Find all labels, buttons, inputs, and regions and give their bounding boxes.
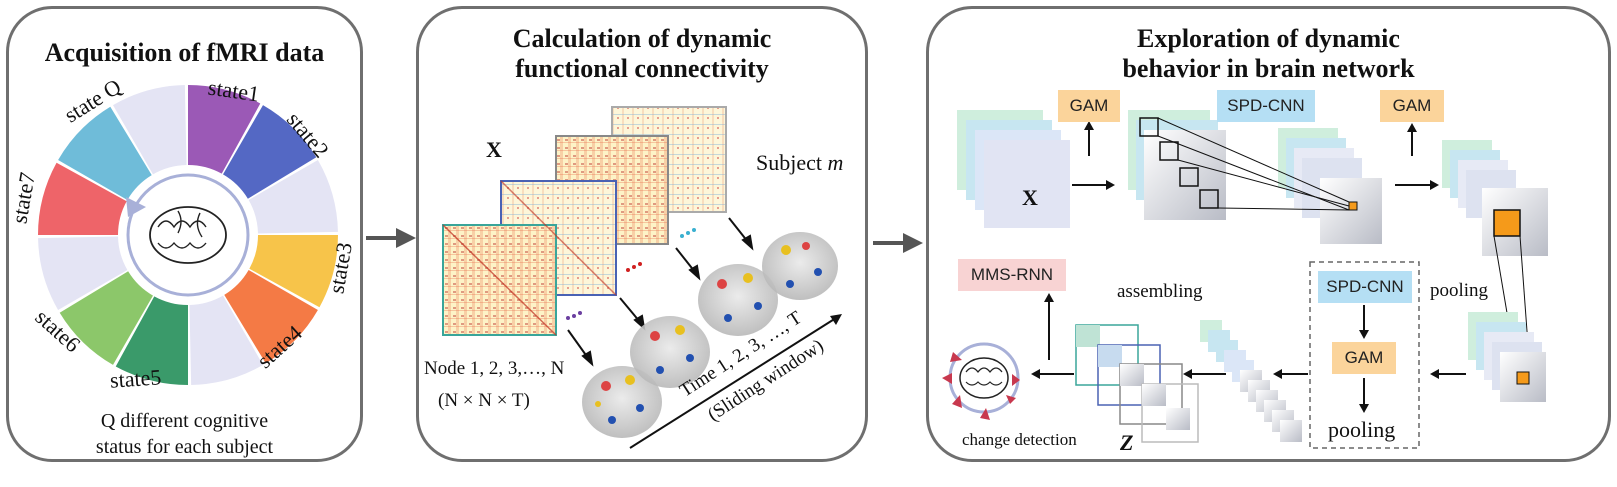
arrow-block-to-seq-head xyxy=(1273,369,1282,379)
kernel-2 xyxy=(1159,141,1179,161)
dot-purple-3 xyxy=(578,311,582,315)
kernel-3 xyxy=(1179,167,1199,187)
spdcnn-box-1: SPD-CNN xyxy=(1217,90,1315,122)
conv2-layer-5 xyxy=(1320,178,1382,244)
panel-exploration-title-2: behavior in brain network xyxy=(1122,54,1415,83)
dot-purple-1 xyxy=(566,316,570,320)
wheel-segment-state6-9 xyxy=(59,271,153,365)
wheel-segment-state4-6 xyxy=(224,270,318,364)
arrow-input-to-conv-head xyxy=(1106,180,1115,190)
wheel-segment-gap-10 xyxy=(38,236,128,310)
pooling-label-block: pooling xyxy=(1328,417,1396,442)
wheel-segment-state3-5 xyxy=(249,235,338,308)
pooling-label-right: pooling xyxy=(1430,280,1489,301)
gam-box-3: GAM xyxy=(1332,342,1396,374)
feature-sequence xyxy=(1200,320,1302,442)
panel-acquisition-title: Acquisition of fMRI data xyxy=(44,38,325,67)
arrow-stack-to-block-head xyxy=(1430,369,1439,379)
time-axis-head xyxy=(830,314,842,325)
wheel-segment-state2-3 xyxy=(223,105,317,199)
dot-red-2 xyxy=(632,265,636,269)
assembling-label: assembling xyxy=(1117,281,1203,302)
input-layer-4 xyxy=(984,140,1070,228)
repeat-block xyxy=(1309,261,1420,449)
caption-line2: status for each subject xyxy=(95,436,274,458)
wheel-segment-state7-11 xyxy=(38,162,127,235)
arrow-up-right-gam-head xyxy=(1407,123,1417,132)
panel-dynamic-fc-title-1: Calculation of dynamic xyxy=(512,24,772,53)
matrix-1-diagonal xyxy=(442,224,557,336)
output-pixel xyxy=(1348,201,1358,211)
kernel-4 xyxy=(1199,189,1219,209)
wheel-segment-state-q-0 xyxy=(58,106,152,200)
arrow-conv-to-pool-head xyxy=(1430,180,1439,190)
wheel-segment-state5-8 xyxy=(115,296,188,385)
cycle-arrow-icon xyxy=(126,197,146,217)
change-detection-label: change detection xyxy=(962,430,1077,449)
projection-lines xyxy=(1157,117,1350,211)
mmsrnn-box: MMS-RNN xyxy=(958,259,1066,291)
caption-line1: Q different cognitive xyxy=(100,410,269,432)
gam-box-2: GAM xyxy=(1380,90,1444,122)
pool-window xyxy=(1493,209,1521,237)
arrow-z-to-detection-head xyxy=(1031,369,1040,379)
wheel-segment-state1-2 xyxy=(188,85,261,174)
z-label: Z xyxy=(1120,430,1134,455)
wheel-segment-gap-7 xyxy=(189,295,263,385)
dot-cyan-2 xyxy=(686,231,690,235)
brain-network-1 xyxy=(582,366,662,438)
spdcnn-box-2: SPD-CNN xyxy=(1318,271,1412,303)
arrow-1-head xyxy=(396,228,416,248)
cycle-ring xyxy=(126,173,250,297)
subject-label: Subject m xyxy=(756,150,844,175)
dot-cyan-3 xyxy=(692,228,696,232)
wheel-segment-gap-1 xyxy=(113,85,187,175)
arrow-spd-to-gam-head xyxy=(1359,330,1369,339)
dot-red-3 xyxy=(638,262,642,266)
arrow-input-to-gam-head xyxy=(1084,121,1094,130)
brain-network-2 xyxy=(630,316,710,388)
brain-icon xyxy=(149,206,227,264)
dot-purple-2 xyxy=(572,314,576,318)
dot-red-1 xyxy=(626,268,630,272)
arrow-seq-to-z-head xyxy=(1183,369,1192,379)
brain-network-3 xyxy=(698,264,778,336)
matrix-brain-arrows xyxy=(567,217,754,367)
arrow-gam-to-pool-head xyxy=(1359,404,1369,413)
conv1-layer-3 xyxy=(1144,130,1226,220)
wheel-segment-gap-4 xyxy=(248,160,338,234)
arrow-detection-to-rnn-head xyxy=(1044,293,1054,302)
gam-box-1: GAM xyxy=(1058,90,1120,122)
panel-dynamic-fc-title-2: functional connectivity xyxy=(515,54,769,83)
x-label-input: X xyxy=(1022,185,1038,210)
change-detection-brain xyxy=(942,342,1020,420)
panel-exploration-title-1: Exploration of dynamic xyxy=(1137,24,1400,53)
brain-folds xyxy=(157,210,207,249)
z-block-diagonal xyxy=(1075,324,1199,443)
time-axis xyxy=(629,317,837,449)
kernel-1 xyxy=(1139,117,1159,137)
arrow-2-head xyxy=(903,233,923,253)
x-label-fc: X xyxy=(486,137,502,162)
pooled-pixel xyxy=(1516,371,1530,385)
matrix-2-diagonal xyxy=(500,180,617,296)
brain-network-4 xyxy=(762,232,838,300)
dot-cyan-1 xyxy=(680,234,684,238)
dims-label: (N × N × T) xyxy=(438,390,530,411)
node-label: Node 1, 2, 3,…, N xyxy=(424,358,565,379)
